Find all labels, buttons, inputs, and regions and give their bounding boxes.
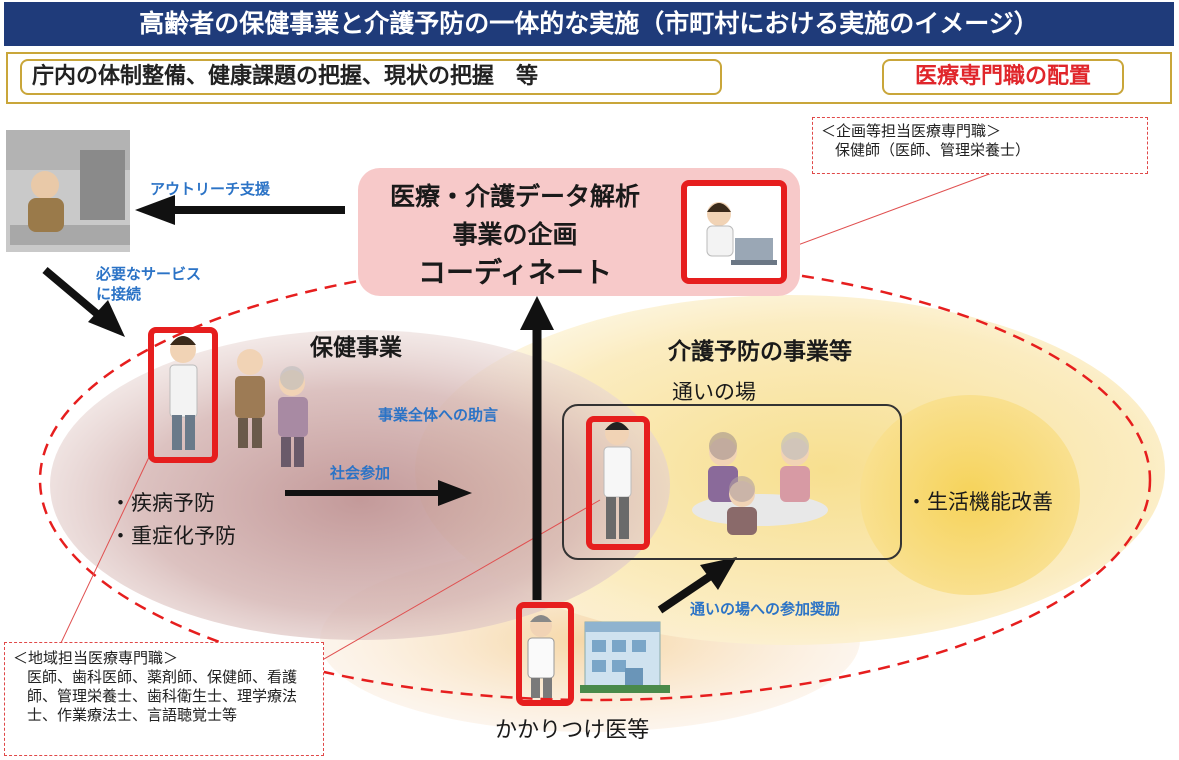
outreach-label: アウトリーチ支援: [150, 180, 271, 198]
care-prevention-heading: 介護予防の事業等: [668, 339, 852, 365]
planning-staff-note-title: ＜企画等担当医療専門職＞: [821, 122, 1002, 140]
encourage-arrow-head: [700, 557, 737, 590]
community-dashed-oval: [38, 258, 1152, 702]
planner-laptop-illustration: [706, 202, 777, 265]
data-analysis-line3: コーディネート: [417, 256, 613, 289]
venue-staff-frame: [586, 416, 650, 550]
family-doctor-illustration: [527, 615, 555, 698]
advice-label: 事業全体への助言: [378, 406, 499, 424]
data-analysis-line2: 事業の企画: [452, 220, 578, 249]
advice-arrow-head: [520, 296, 554, 330]
connect-arrow-head: [88, 300, 125, 337]
connect-arrow: [42, 266, 105, 322]
venue-box: [562, 404, 902, 560]
regional-staff-note-title: ＜地域担当医療専門職＞: [13, 649, 179, 667]
elderly-couple-illustration: [235, 349, 308, 467]
encourage-arrow: [657, 571, 715, 614]
health-project-heading: 保健事業: [310, 335, 402, 361]
venue-heading: 通いの場: [672, 380, 756, 404]
bottom-note-connector-1: [59, 454, 151, 646]
header-right-box: 医療専門職の配置: [882, 59, 1124, 95]
venue-staff-illustration: [603, 421, 632, 539]
page-title: 高齢者の保健事業と介護予防の一体的な実施（市町村における実施のイメージ）: [4, 2, 1174, 46]
life-function-oval: [860, 395, 1080, 595]
regional-staff-note-body: 医師、歯科医師、薬剤師、保健師、看護師、管理栄養士、歯科衛生士、理学療法士、作業…: [27, 668, 298, 724]
severity-prevention-label: ・重症化予防: [110, 524, 236, 548]
family-doctor-label: かかりつけ医等: [495, 718, 650, 743]
planner-frame: [681, 180, 787, 284]
connect-label-line1: 必要なサービス: [96, 265, 202, 283]
data-analysis-line1: 医療・介護データ解析: [389, 182, 640, 211]
planning-staff-note-body: 保健師（医師、管理栄養士）: [835, 141, 1031, 159]
home-elderly-illustration: [6, 130, 130, 252]
encourage-label: 通いの場への参加奨励: [690, 600, 841, 618]
outreach-arrow-head: [135, 195, 175, 225]
regional-staff-note: ＜地域担当医療専門職＞ 医師、歯科医師、薬剤師、保健師、看護師、管理栄養士、歯科…: [4, 642, 324, 756]
venue-elderly-group-illustration: [692, 432, 828, 535]
connect-label: 必要なサービス に接続: [96, 264, 201, 304]
connect-label-line2: に接続: [96, 285, 142, 303]
life-function-label: ・生活機能改善: [906, 490, 1053, 514]
planning-staff-note: ＜企画等担当医療専門職＞ 保健師（医師、管理栄養士）: [812, 117, 1148, 174]
data-analysis-text: 医療・介護データ解析 事業の企画 コーディネート: [360, 178, 670, 292]
header-left-box: 庁内の体制整備、健康課題の把握、現状の把握 等: [20, 59, 722, 95]
clinic-building-illustration: [580, 621, 670, 693]
health-project-oval: [50, 330, 670, 640]
health-worker-illustration-left: [169, 336, 198, 450]
health-worker-frame: [148, 327, 218, 463]
social-arrow-head: [438, 480, 472, 506]
family-doctor-frame: [516, 602, 574, 706]
social-participation-label: 社会参加: [330, 464, 391, 482]
disease-prevention-label: ・疾病予防: [110, 491, 215, 515]
